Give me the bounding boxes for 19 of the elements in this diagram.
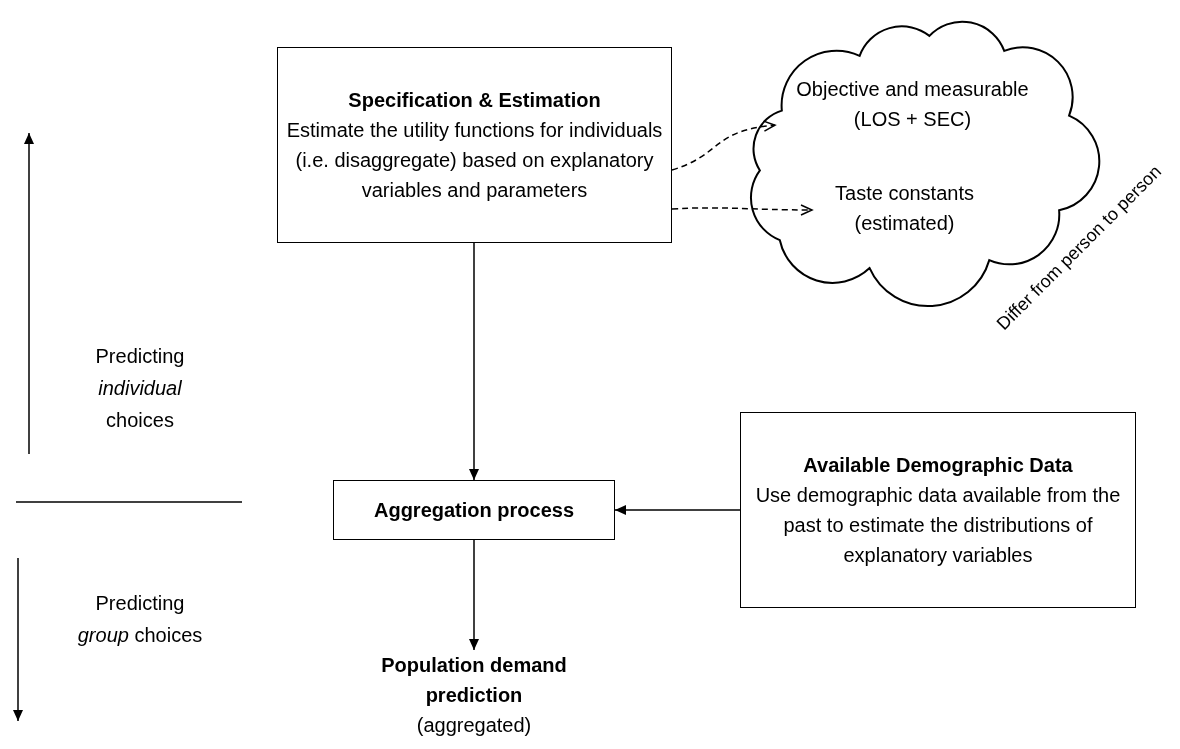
process-box xyxy=(277,47,672,243)
side-note: Predicting group choices xyxy=(76,591,204,648)
arrow xyxy=(469,539,479,651)
arrow xyxy=(614,505,741,515)
node-text: (aggregated) xyxy=(415,713,533,738)
side-note: Predicting individual choices xyxy=(94,344,186,433)
process-box xyxy=(333,480,615,540)
node-text: Estimate the utility functions for individuals (i.e. disaggregate) based on explanatory variables and parameters xyxy=(286,118,663,203)
arrow xyxy=(469,242,479,481)
node-text: Use demographic data available from the past to estimate the distributions of explanatory variables xyxy=(754,483,1122,568)
node-heading: Population demand prediction xyxy=(380,653,568,708)
node-label: Objective and measurable (LOS + SEC) xyxy=(795,77,1030,132)
arrow xyxy=(671,120,776,171)
node-label: Taste constants (estimated) xyxy=(834,181,975,236)
node-heading: Available Demographic Data xyxy=(802,453,1074,478)
node-label: Aggregation process xyxy=(372,498,575,523)
process-box xyxy=(740,412,1136,608)
node-heading: Specification & Estimation xyxy=(347,88,602,113)
arrow xyxy=(671,204,813,216)
